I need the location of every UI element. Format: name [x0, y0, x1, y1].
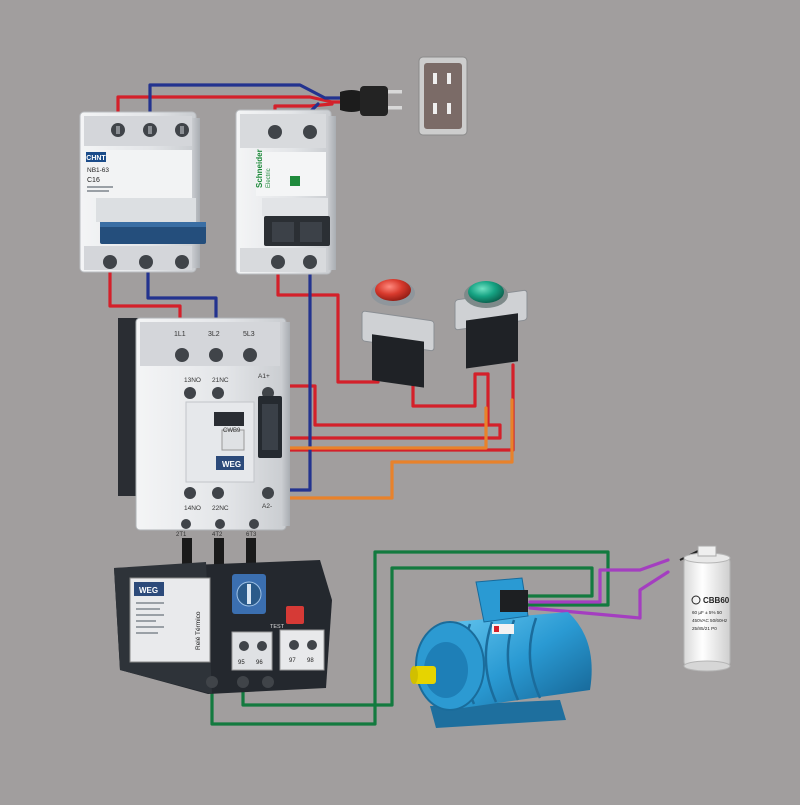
electric-motor — [410, 577, 592, 728]
wire-layer — [108, 83, 670, 726]
contactor-aux-13no: 13NO — [184, 377, 201, 384]
wire-motor-1 — [210, 550, 610, 726]
overload-terminal-97: 97 — [289, 658, 296, 664]
contactor-aux-21nc: 21NC — [212, 377, 229, 384]
wire-phase-supply — [116, 95, 354, 130]
overload-terminal-95: 95 — [238, 660, 245, 666]
wire-stop-to-start — [411, 372, 490, 408]
contactor-terminal-4t2: 4T2 — [212, 532, 223, 538]
mcb2-sub-brand: Electric — [266, 168, 272, 188]
mcb3-rating: C16 — [87, 177, 100, 184]
capacitor-class: 25/85/21 P0 — [692, 626, 717, 631]
wire-control-phase — [276, 266, 380, 384]
contactor-terminal-2t1: 2T1 — [176, 532, 187, 538]
mcb-3-pole: CHNT NB1-63 C16 — [79, 111, 206, 273]
overload-terminal-96: 96 — [256, 660, 263, 666]
contactor-model: CWB9 — [223, 428, 241, 434]
overload-test-label: TEST — [270, 624, 285, 630]
overload-relay: WEG Relé Térmico TEST 95 96 97 98 — [114, 538, 332, 694]
mcb2-brand: Schneider — [255, 149, 264, 188]
stop-push-button — [361, 279, 435, 388]
mcb3-model: NB1-63 — [87, 167, 109, 174]
contactor-terminal-3l2: 3L2 — [208, 331, 220, 338]
power-plug — [340, 86, 402, 116]
contactor-terminal-6t3: 6T3 — [246, 532, 257, 538]
overload-title: Relé Térmico — [195, 611, 202, 650]
wire-motor-2 — [241, 566, 594, 707]
contactor-aux-22nc: 22NC — [212, 505, 229, 512]
contactor-terminal-5l3: 5L3 — [243, 331, 255, 338]
start-push-button — [454, 281, 528, 369]
capacitor-voltage: 450VAC 50/60Hz — [692, 618, 728, 623]
wire-neutral-l2 — [146, 266, 218, 332]
contactor-terminal-1l1: 1L1 — [174, 331, 186, 338]
capacitor-capacitance: 60 µF ± 5% 50 — [692, 610, 722, 615]
capacitor-brand: CBB60 — [703, 596, 730, 605]
contactor: 1L1 3L2 5L3 13NO 21NC A1+ CWB9 WEG A2- 1… — [118, 317, 290, 538]
run-capacitor: CBB60 60 µF ± 5% 50 450VAC 50/60Hz 25/85… — [679, 545, 731, 672]
mcb3-brand: CHNT — [86, 155, 106, 162]
wire-capacitor-2 — [528, 570, 670, 620]
wall-socket — [418, 56, 468, 136]
wire-capacitor-1 — [528, 558, 670, 604]
contactor-brand: WEG — [222, 460, 241, 469]
contactor-coil-a1: A1+ — [258, 373, 270, 380]
overload-terminal-98: 98 — [307, 658, 314, 664]
contactor-coil-a2: A2- — [262, 503, 272, 510]
wire-neutral-supply — [148, 83, 354, 130]
overload-brand: WEG — [139, 586, 158, 595]
mcb-2-pole: Schneider Electric — [235, 109, 336, 275]
contactor-aux-14no: 14NO — [184, 505, 201, 512]
